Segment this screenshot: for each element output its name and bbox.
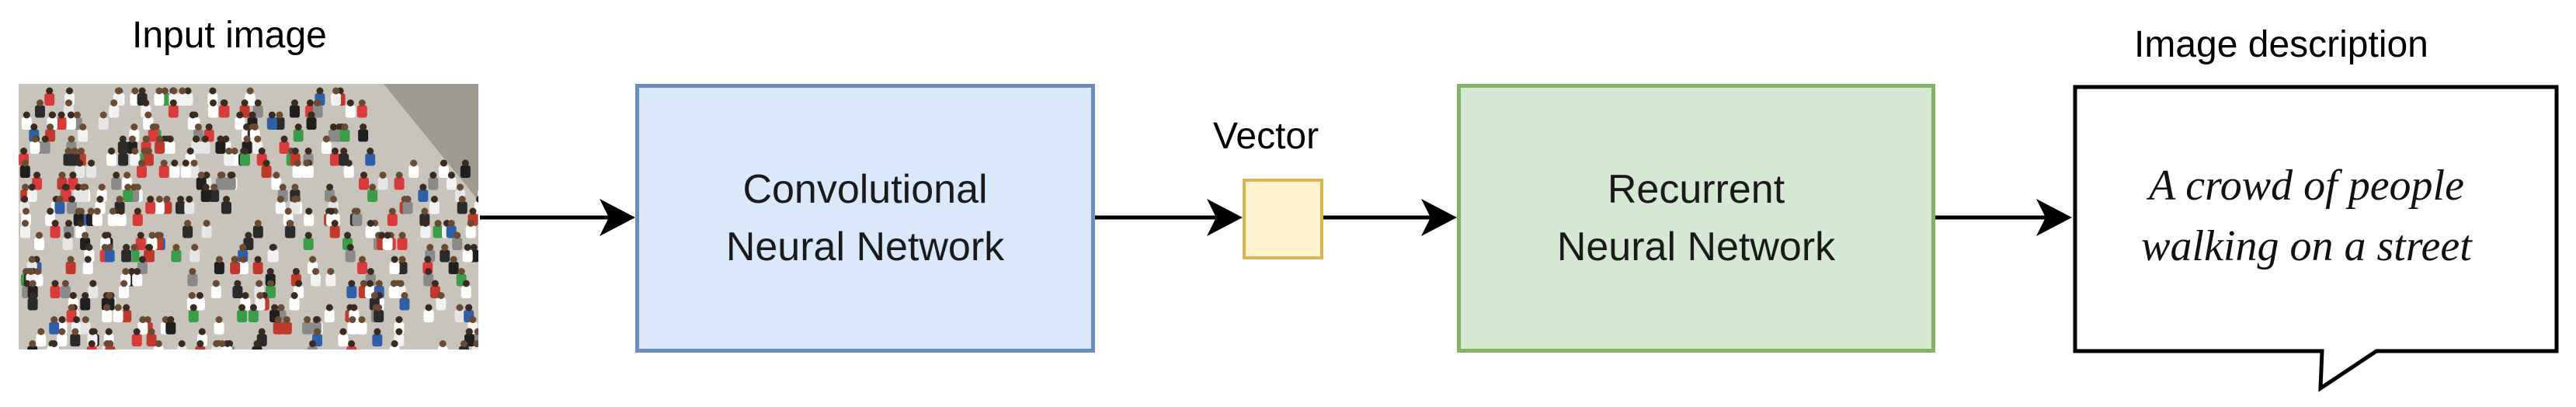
cnn-block: Convolutional Neural Network [635, 84, 1095, 353]
image-description-text: A crowd of people walking on a street [2074, 155, 2539, 277]
cnn-label-line1: Convolutional [742, 167, 988, 212]
input-crowd-photo [19, 84, 478, 350]
vector-title: Vector [1213, 116, 1319, 157]
arrow-rnn-to-description [1932, 199, 2072, 236]
rnn-label-line1: Recurrent [1607, 167, 1785, 212]
description-line1: A crowd of people [2149, 162, 2464, 210]
arrow-vector-to-rnn [1320, 199, 1457, 236]
rnn-label-line2: Neural Network [1556, 224, 1836, 270]
input-image-title: Input image [132, 15, 327, 56]
description-bubble [2073, 85, 2559, 392]
arrow-input-to-cnn [480, 199, 635, 236]
cnn-label-line2: Neural Network [725, 224, 1005, 270]
vector-block [1243, 179, 1323, 259]
crowd-image [19, 84, 478, 350]
rnn-block: Recurrent Neural Network [1457, 84, 1935, 353]
description-line2: walking on a street [2141, 222, 2472, 270]
image-description-title: Image description [2134, 24, 2428, 65]
arrow-cnn-to-vector [1092, 199, 1243, 236]
